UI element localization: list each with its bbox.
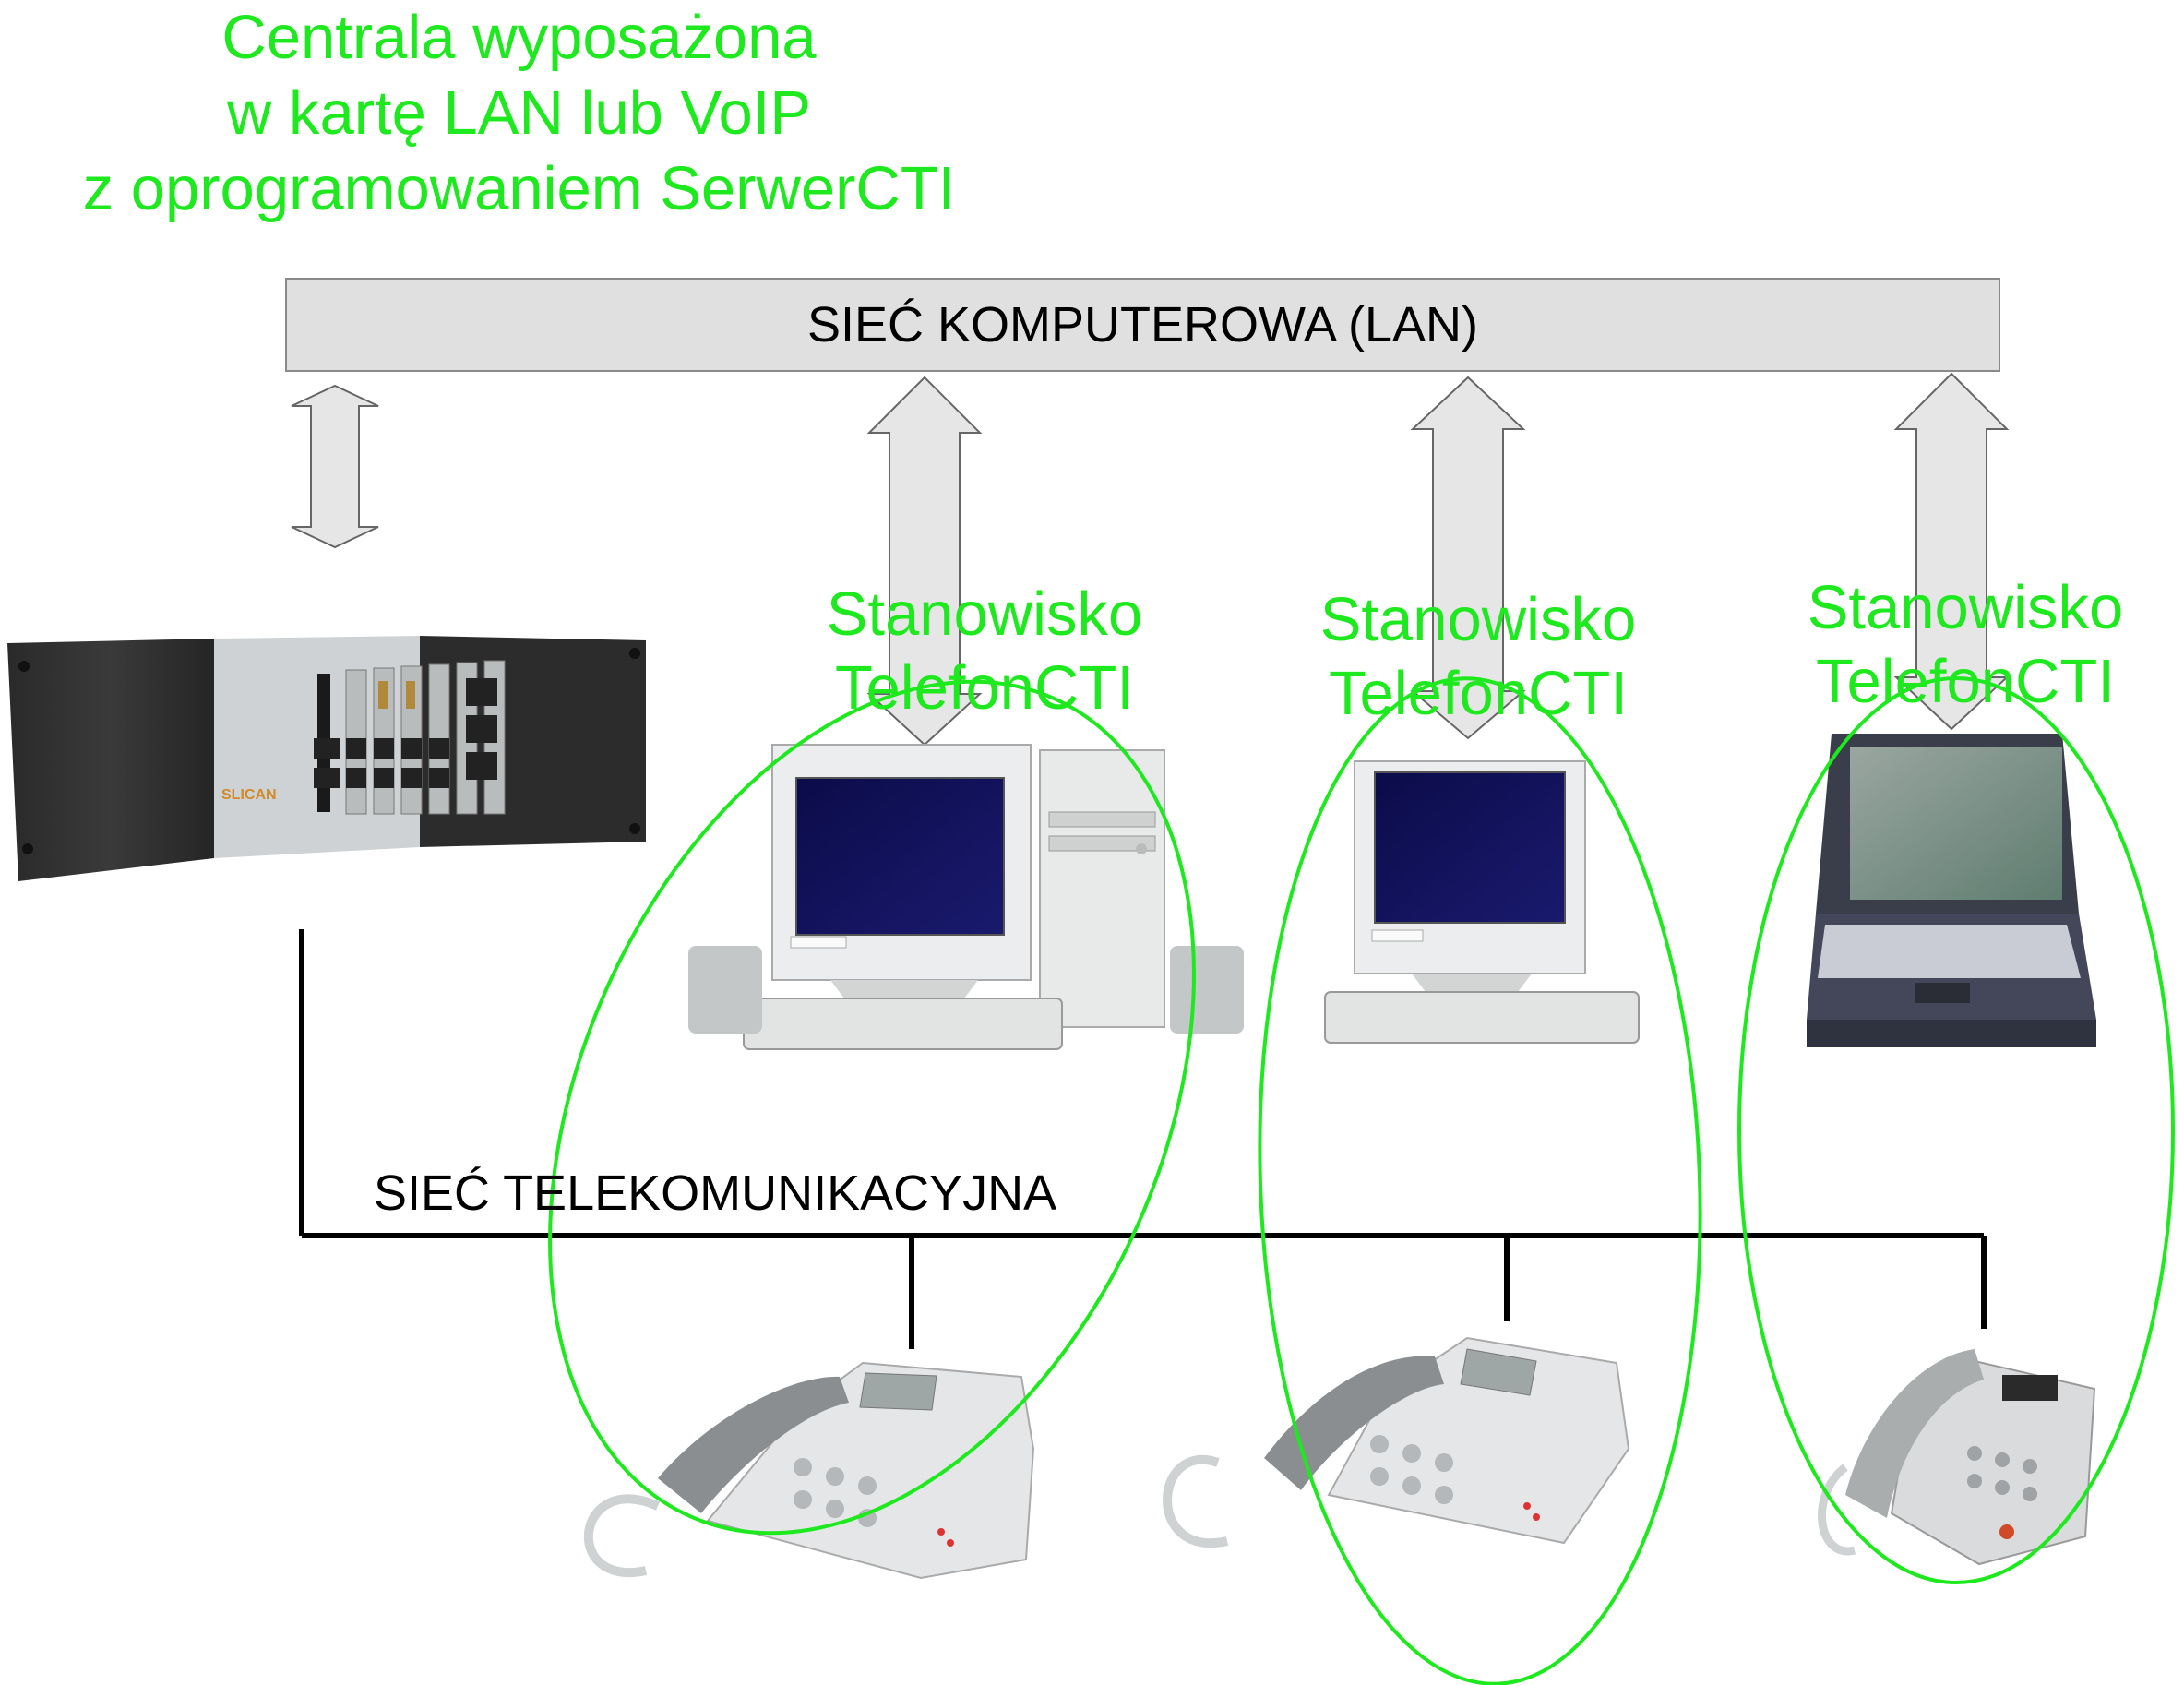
lan-arrow-pbx — [291, 384, 379, 549]
station-highlight-ellipse-3 — [1737, 676, 2175, 1584]
station-label-3: Stanowisko TelefonCTI — [1725, 571, 2184, 719]
station-label-1-line-2: TelefonCTI — [835, 653, 1134, 723]
pbx-title: Centrala wyposażona w kartę LAN lub VoIP… — [0, 0, 1038, 227]
pbx-rack-unit: SLICAN — [7, 636, 646, 881]
desktop-pc-2 — [1324, 760, 1640, 1044]
desk-phone-2 — [1163, 1336, 1630, 1548]
lan-arrow-station-2 — [1410, 376, 1526, 740]
station-highlight-ellipse-2 — [1258, 676, 1702, 1685]
station-label-3-line-2: TelefonCTI — [1816, 647, 2115, 716]
pbx-brand-logo: SLICAN — [221, 787, 277, 803]
lan-arrow-station-3 — [1893, 372, 2010, 731]
station-label-2-line-2: TelefonCTI — [1329, 659, 1628, 728]
station-label-2: Stanowisko TelefonCTI — [1238, 583, 1718, 731]
pbx-title-line-2: w kartę LAN lub VoIP — [226, 78, 812, 148]
pbx-title-line-3: z oprogramowaniem SerwerCTI — [82, 154, 956, 223]
station-label-1-line-1: Stanowisko — [826, 580, 1143, 649]
station-label-1: Stanowisko TelefonCTI — [745, 578, 1224, 725]
station-highlight-ellipse-1 — [548, 679, 1196, 1536]
telecom-network-label: SIEĆ TELEKOMUNIKACYJNA — [374, 1165, 1057, 1221]
pbx-title-line-1: Centrala wyposażona — [221, 3, 817, 72]
station-label-3-line-1: Stanowisko — [1807, 573, 2124, 642]
desk-phone-3 — [1818, 1349, 2096, 1566]
laptop-3 — [1807, 734, 2096, 1047]
lan-label: SIEĆ KOMPUTEROWA (LAN) — [806, 297, 1479, 353]
desktop-pc-1 — [688, 744, 1244, 1050]
telecom-network-lines — [299, 929, 1987, 1349]
lan-bar — [285, 278, 2000, 372]
desk-phone-1 — [583, 1361, 1035, 1580]
station-label-2-line-1: Stanowisko — [1319, 585, 1637, 654]
